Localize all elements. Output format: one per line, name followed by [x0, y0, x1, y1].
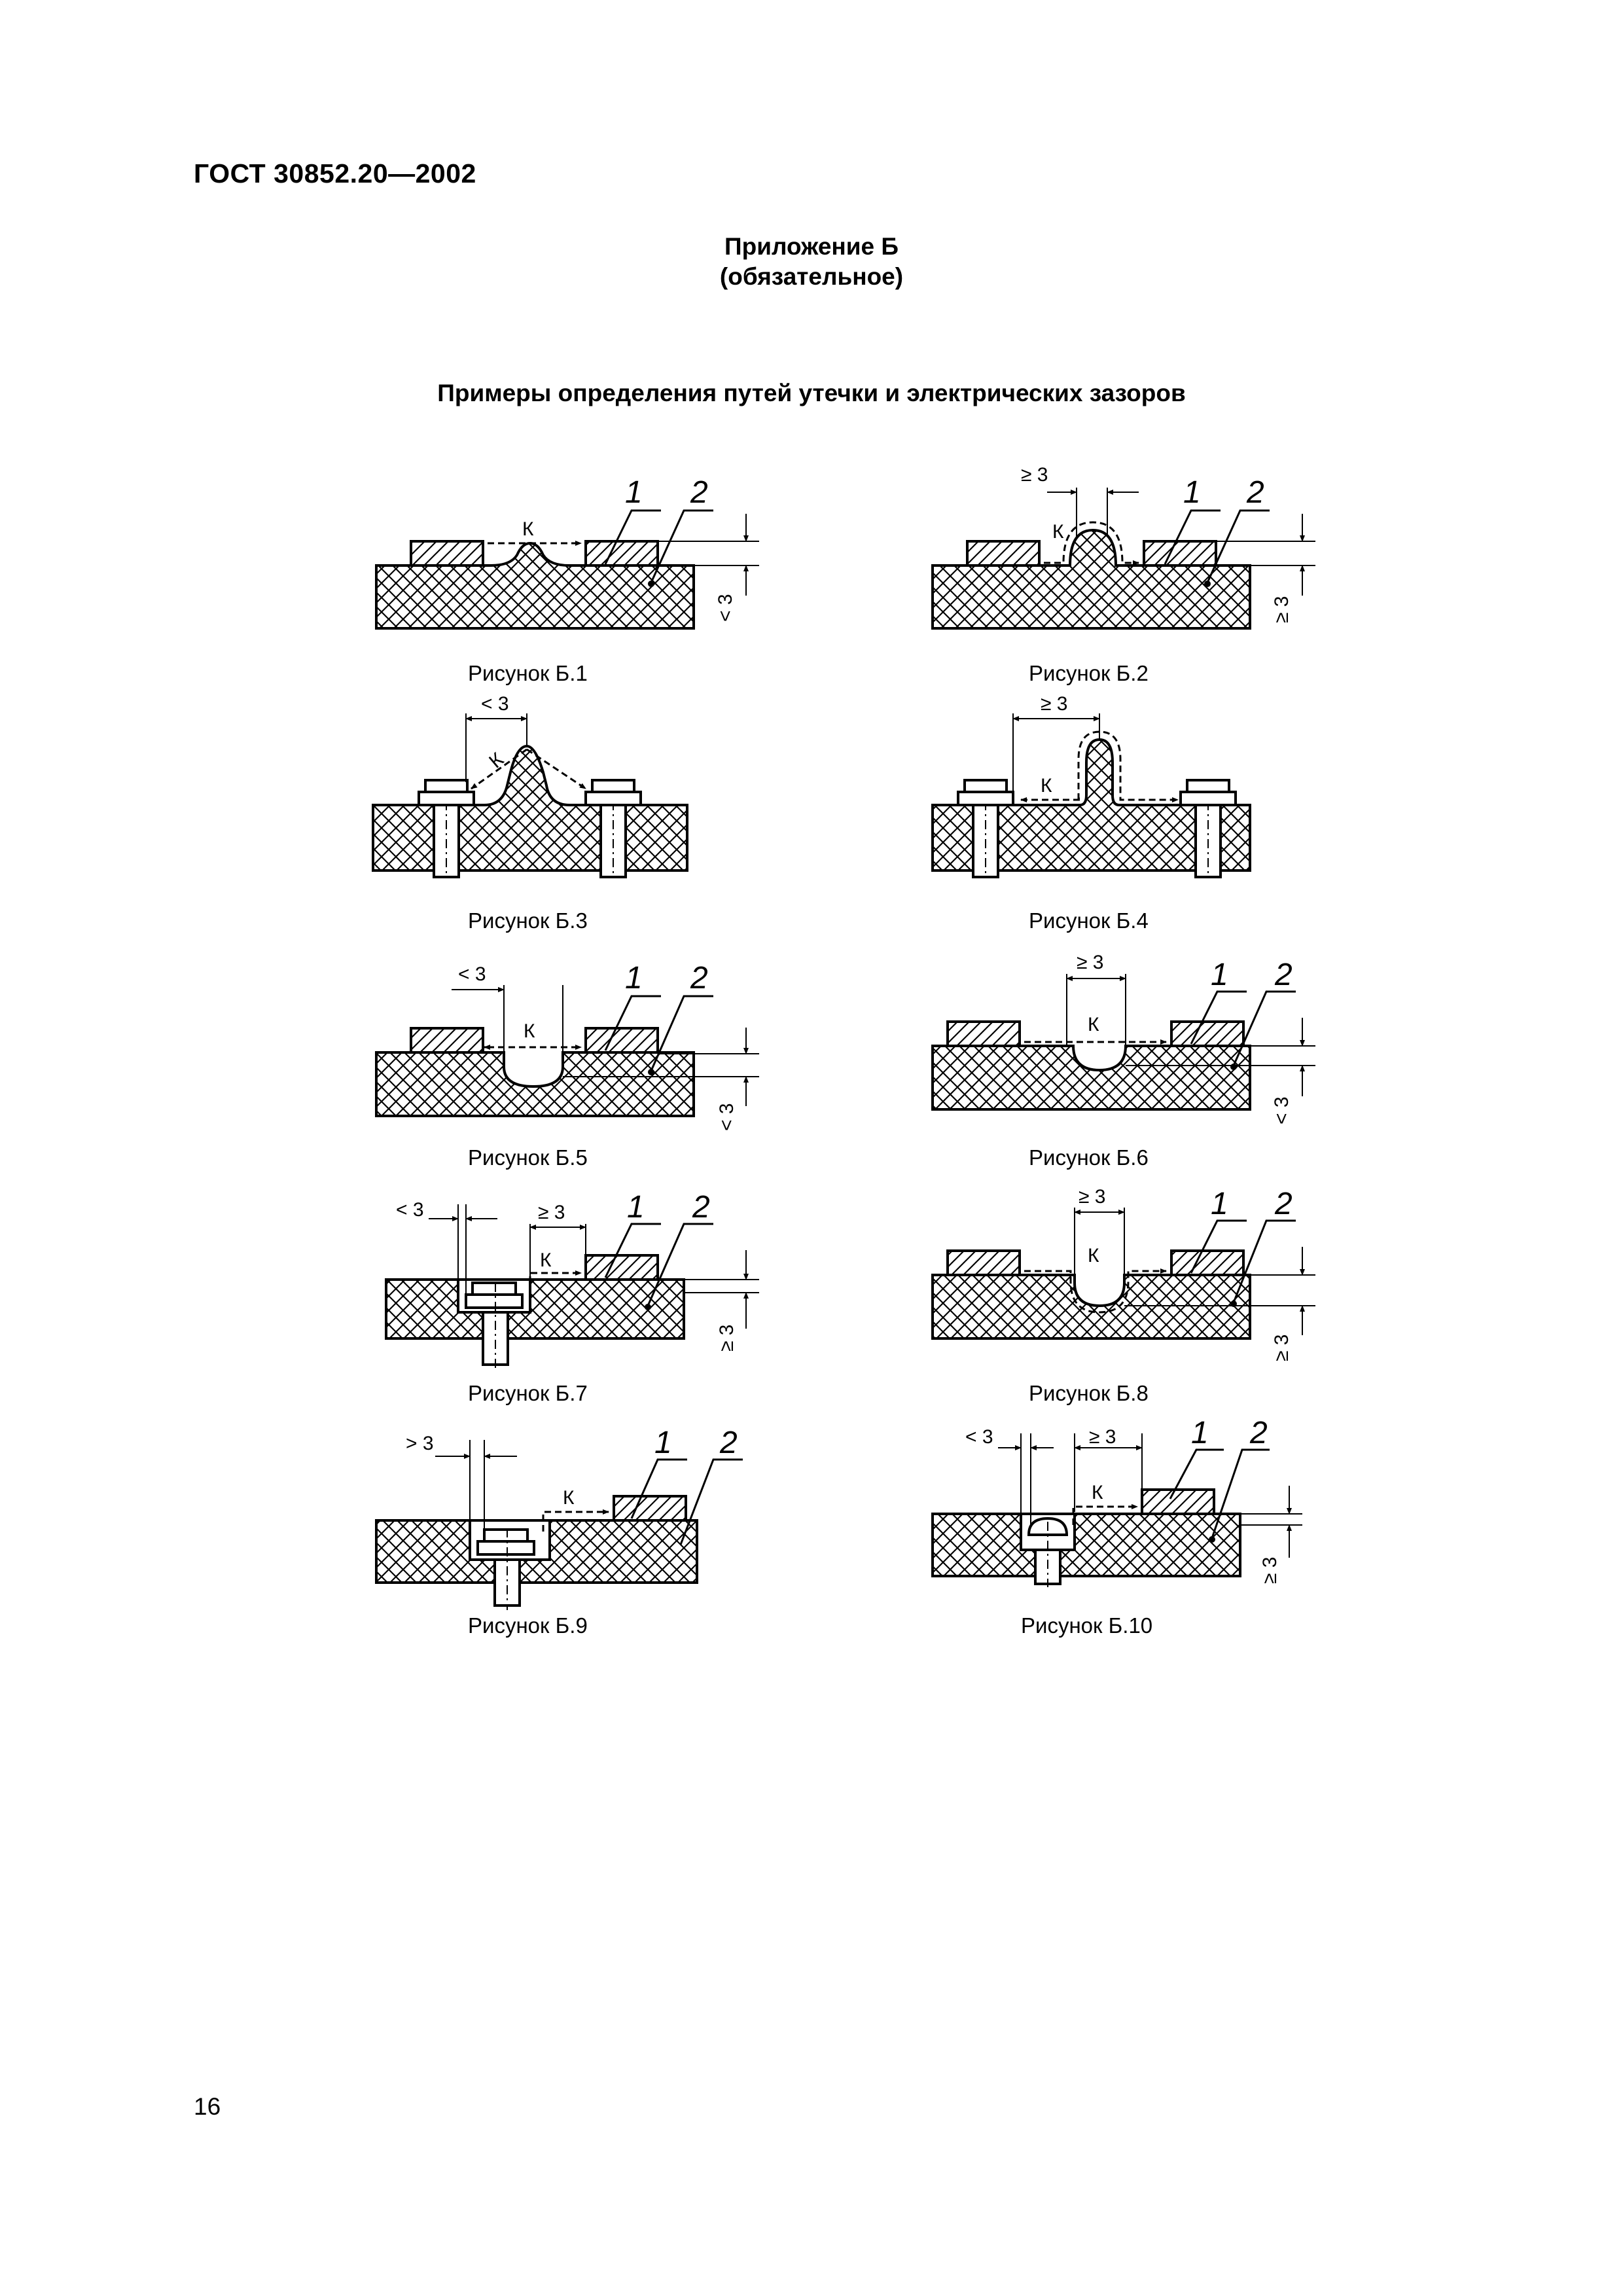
callout-1: 1 — [1191, 1416, 1209, 1450]
figure-caption: Рисунок Б.10 — [1021, 1613, 1152, 1638]
figure-b8: К ≥ 3 1 2 ≥ 3 Рисунок Б.8 — [931, 1186, 1315, 1405]
dim-label: ≥ 3 — [716, 1325, 738, 1352]
path-label-k: К — [485, 749, 508, 773]
appendix-title: Приложение Б — [724, 233, 899, 260]
path-label-k: К — [522, 518, 534, 540]
figure-caption: Рисунок Б.5 — [468, 1145, 588, 1170]
callout-2: 2 — [692, 1190, 710, 1225]
callout-1: 1 — [1211, 1187, 1228, 1221]
dim-label: ≥ 3 — [1089, 1426, 1116, 1448]
figure-caption: Рисунок Б.9 — [468, 1613, 588, 1638]
dim-label: ≥ 3 — [1079, 1186, 1105, 1208]
dim-label: ≥ 3 — [1021, 464, 1048, 486]
callout-2: 2 — [1274, 1187, 1293, 1221]
path-label-k: К — [1092, 1482, 1103, 1503]
dim-label: < 3 — [1271, 1096, 1293, 1124]
dim-label: < 3 — [965, 1426, 993, 1448]
figure-caption: Рисунок Б.6 — [1029, 1145, 1149, 1170]
section-title: Примеры определения путей утечки и элект… — [437, 380, 1186, 406]
document-id: ГОСТ 30852.20—2002 — [194, 158, 476, 188]
figure-caption: Рисунок Б.7 — [468, 1381, 588, 1405]
figure-b7: К < 3 ≥ 3 1 2 ≥ 3 Рисунок Б.7 — [385, 1190, 759, 1405]
path-label-k: К — [1088, 1245, 1099, 1266]
callout-1: 1 — [627, 1190, 645, 1225]
dim-label: < 3 — [458, 963, 486, 985]
appendix-status: (обязательное) — [719, 263, 904, 290]
callout-2: 2 — [690, 475, 708, 510]
dim-label: ≥ 3 — [538, 1202, 565, 1223]
dim-label: ≥ 3 — [1259, 1557, 1281, 1584]
dim-label: ≥ 3 — [1271, 596, 1293, 623]
figure-caption: Рисунок Б.4 — [1029, 908, 1149, 933]
callout-2: 2 — [690, 961, 708, 996]
figure-b5: К < 3 1 2 < 3 Рисунок Б.5 — [375, 961, 759, 1170]
path-label-k: К — [1052, 521, 1064, 543]
figure-b9: К > 3 1 2 Рисунок Б.9 — [375, 1426, 743, 1638]
figure-b6: К ≥ 3 1 2 < 3 Рисунок Б.6 — [931, 952, 1315, 1170]
figure-b3: К < 3 Рисунок Б.3 — [372, 693, 688, 933]
callout-2: 2 — [1274, 958, 1293, 992]
figure-caption: Рисунок Б.1 — [468, 661, 588, 685]
path-label-k: К — [524, 1020, 535, 1042]
figure-caption: Рисунок Б.3 — [468, 908, 588, 933]
dim-label: < 3 — [715, 594, 736, 622]
figure-caption: Рисунок Б.8 — [1029, 1381, 1149, 1405]
figure-b10: К < 3 ≥ 3 1 2 ≥ 3 Рисунок Б.10 — [931, 1416, 1302, 1638]
dim-label: ≥ 3 — [1271, 1335, 1293, 1361]
dim-label: < 3 — [481, 693, 509, 715]
path-label-k: К — [563, 1487, 575, 1509]
callout-1: 1 — [654, 1426, 672, 1460]
dim-label: ≥ 3 — [1041, 693, 1067, 715]
callout-1: 1 — [1211, 958, 1228, 992]
dim-label: < 3 — [716, 1103, 738, 1131]
figure-b4: К ≥ 3 Рисунок Б.4 — [931, 693, 1251, 933]
dim-label: ≥ 3 — [1077, 952, 1103, 973]
callout-2: 2 — [1249, 1416, 1268, 1450]
figure-b2: К ≥ 3 1 2 ≥ 3 Рисунок Б.2 — [931, 464, 1315, 685]
callout-1: 1 — [625, 961, 643, 996]
dim-label: < 3 — [396, 1199, 424, 1221]
callout-2: 2 — [1246, 475, 1264, 510]
callout-1: 1 — [625, 475, 643, 510]
figure-b1: К 1 2 < 3 Рисунок Б.1 — [375, 475, 759, 685]
path-label-k: К — [1041, 775, 1052, 797]
path-label-k: К — [1088, 1014, 1099, 1035]
figure-caption: Рисунок Б.2 — [1029, 661, 1149, 685]
dim-label: > 3 — [406, 1433, 434, 1454]
page-number: 16 — [194, 2093, 221, 2120]
callout-2: 2 — [719, 1426, 738, 1460]
callout-1: 1 — [1183, 475, 1201, 510]
path-label-k: К — [540, 1249, 552, 1271]
